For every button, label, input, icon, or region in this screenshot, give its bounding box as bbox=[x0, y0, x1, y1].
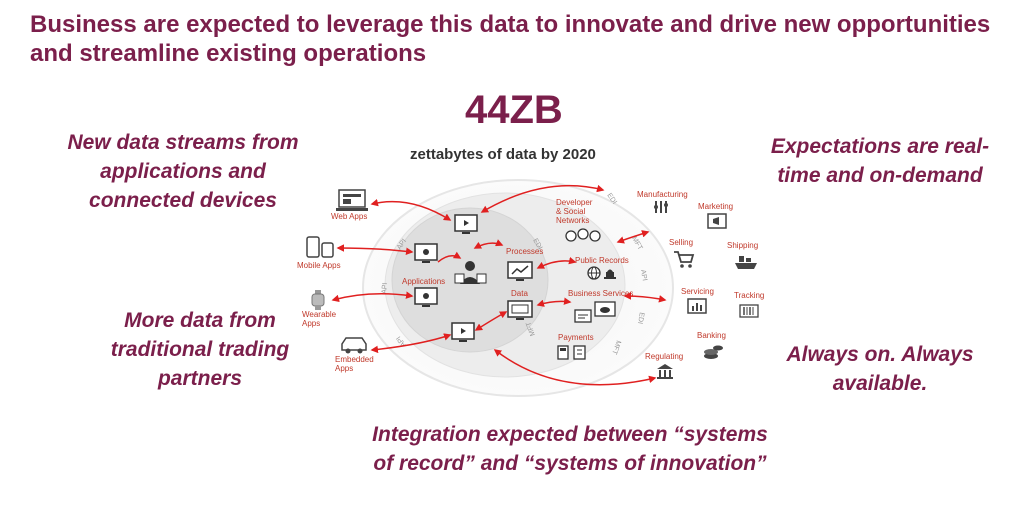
regulating-label: Regulating bbox=[645, 352, 683, 361]
monitor-icon bbox=[414, 243, 438, 263]
ring-label: EDI bbox=[636, 312, 645, 325]
ring-label: MFT bbox=[610, 339, 622, 356]
servicing-label: Servicing bbox=[681, 287, 714, 296]
megaphone-icon bbox=[707, 213, 727, 229]
monitor-icon bbox=[414, 287, 438, 307]
watch-icon bbox=[311, 290, 325, 310]
public-records-label: Public Records bbox=[575, 256, 629, 265]
checklist-icon bbox=[573, 345, 586, 360]
capitol-icon bbox=[604, 269, 616, 279]
note-right-top: Expectations are real-time and on-demand bbox=[770, 135, 990, 187]
applications-label: Applications bbox=[402, 277, 445, 286]
processes-monitor-icon bbox=[507, 261, 533, 281]
barcode-icon bbox=[739, 304, 759, 318]
stat-value: 44ZB bbox=[465, 88, 563, 132]
payments-label: Payments bbox=[558, 333, 594, 342]
ring-label: EDI bbox=[531, 238, 543, 252]
monitor-icon bbox=[454, 214, 478, 234]
factory-icon bbox=[654, 201, 668, 213]
mobile-apps-label: Mobile Apps bbox=[297, 261, 341, 270]
business-services-label: Business Services bbox=[568, 289, 633, 298]
monitor-icon bbox=[451, 322, 475, 342]
cart-icon bbox=[674, 251, 695, 268]
processes-label: Processes bbox=[506, 247, 543, 256]
chart-icon bbox=[687, 298, 707, 314]
note-left-top: New data streams from applications and c… bbox=[67, 131, 299, 212]
manufacturing-label: Manufacturing bbox=[637, 190, 688, 199]
web-apps-label: Web Apps bbox=[331, 212, 367, 221]
document-icon bbox=[574, 309, 592, 323]
ring-label: API bbox=[381, 282, 389, 294]
laptop-icon bbox=[336, 189, 368, 211]
data-monitor-icon bbox=[507, 300, 533, 320]
connection-arrows bbox=[331, 184, 667, 386]
user-at-desk-icon bbox=[454, 261, 487, 284]
data-label: Data bbox=[511, 289, 528, 298]
ring-label: MFT bbox=[525, 320, 537, 337]
people-icon bbox=[565, 228, 601, 242]
bank-icon bbox=[657, 364, 673, 379]
ship-icon bbox=[735, 256, 757, 269]
selling-label: Selling bbox=[669, 238, 693, 247]
shipping-label: Shipping bbox=[727, 241, 758, 250]
stat-caption: zettabytes of data by 2020 bbox=[410, 146, 596, 163]
globe-icon bbox=[587, 266, 601, 280]
note-right-bottom: Always on. Always available. bbox=[786, 343, 974, 395]
coins-icon bbox=[704, 345, 723, 359]
note-bottom: Integration expected between “systems of… bbox=[372, 423, 768, 475]
cloud-monitor-icon bbox=[594, 301, 616, 317]
mobile-icon bbox=[306, 236, 334, 258]
banking-label: Banking bbox=[697, 331, 726, 340]
tracking-label: Tracking bbox=[734, 291, 764, 300]
ring-label: API bbox=[639, 269, 648, 281]
note-left-bottom: More data from traditional trading partn… bbox=[110, 309, 290, 390]
page-title: Business are expected to leverage this d… bbox=[30, 11, 991, 67]
car-icon bbox=[341, 337, 367, 354]
marketing-label: Marketing bbox=[698, 202, 733, 211]
calculator-icon bbox=[557, 345, 569, 360]
